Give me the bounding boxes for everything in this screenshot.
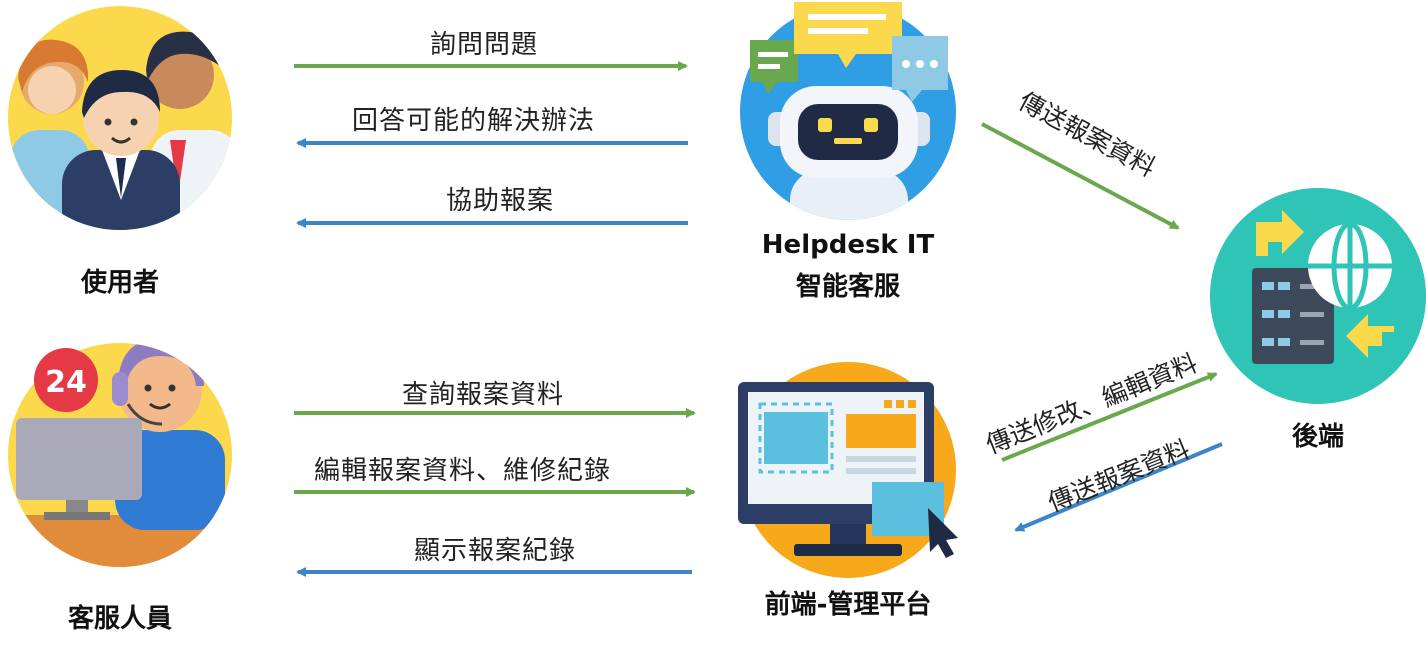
edge-label-show: 顯示報案紀錄 — [414, 536, 577, 566]
node-label-bot-line1: Helpdesk IT — [761, 230, 935, 260]
edge-label-query: 查詢報案資料 — [402, 380, 565, 410]
node-label-backend: 後端 — [1291, 422, 1344, 452]
node-label-user: 使用者 — [80, 268, 159, 298]
edge-label-answer: 回答可能的解決辦法 — [352, 106, 596, 136]
people-icon — [8, 6, 232, 230]
server-globe-icon — [1210, 188, 1426, 404]
arrow-front-to-backend — [1001, 372, 1218, 462]
svg-text:24: 24 — [45, 365, 87, 400]
node-label-frontend: 前端-管理平台 — [764, 590, 932, 620]
arrows — [294, 61, 1223, 577]
arrow-backend-to-front — [1014, 442, 1223, 532]
node-label-agent: 客服人員 — [67, 604, 172, 634]
edge-label-edit: 編輯報案資料、維修紀錄 — [314, 456, 612, 486]
arrow-bot-to-backend — [981, 122, 1180, 230]
computer-icon — [738, 362, 958, 578]
edge-label-ask: 詢問問題 — [430, 30, 539, 60]
support-agent-icon: 24 — [8, 343, 232, 567]
node-label-bot-line2: 智能客服 — [795, 272, 900, 302]
robot-icon — [740, 2, 956, 220]
edge-label-assist: 協助報案 — [446, 186, 555, 216]
